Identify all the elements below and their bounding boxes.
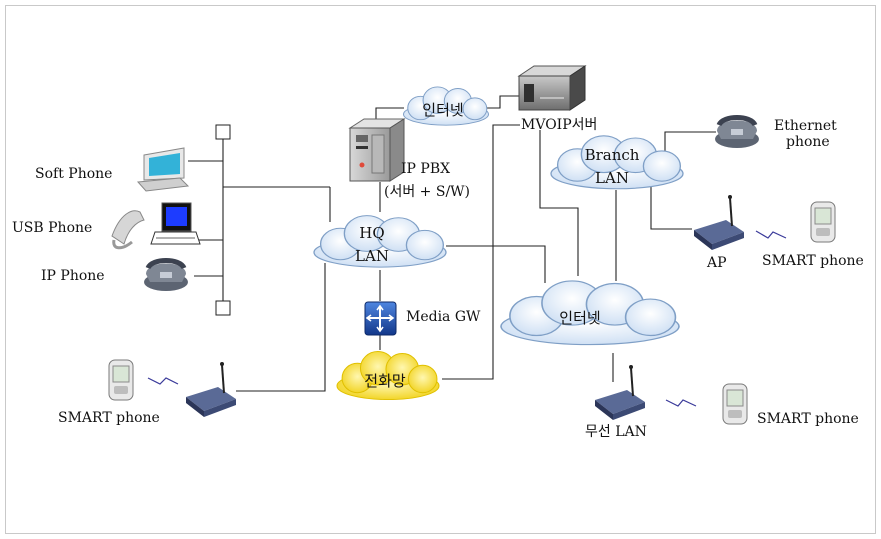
mvoip-server-icon [517, 65, 587, 111]
usb-phone-icon [111, 202, 201, 250]
access-point-left-icon [185, 361, 237, 418]
media-gateway-icon [364, 301, 397, 336]
wireless-link-left [147, 377, 179, 385]
ethernet-phone-icon [715, 118, 759, 149]
access-point-wlan-icon [594, 364, 646, 421]
media-gw-label: Media GW [406, 309, 481, 325]
smart-phone-wlan-label: SMART phone [757, 411, 859, 427]
bus-terminator-bottom [215, 300, 231, 316]
cloud-hq-lan-label-1: HQ [359, 224, 384, 242]
cloud-hq-lan-label-2: LAN [355, 247, 389, 265]
cloud-branch-lan-label-2: LAN [595, 169, 629, 187]
smart-phone-wlan-icon [722, 383, 748, 425]
usb-phone-label: USB Phone [12, 220, 92, 236]
access-point-branch-icon [693, 194, 745, 251]
wireless-lan-label: 무선 LAN [585, 424, 647, 440]
wireless-link-wlan [665, 399, 697, 407]
smart-phone-left-icon [108, 359, 134, 401]
mvoip-server-label: MVOIP서버 [521, 117, 597, 133]
ethernet-phone-label-1: Ethernet [774, 118, 837, 134]
smart-phone-left-label: SMART phone [58, 410, 160, 426]
smart-phone-ap-icon [810, 201, 836, 243]
connections [188, 95, 716, 392]
diagram-frame [5, 5, 876, 534]
ap-label: AP [706, 255, 727, 271]
ip-pbx-icon [348, 118, 406, 182]
smart-phone-ap-label: SMART phone [762, 253, 864, 269]
ip-phone-icon [144, 261, 188, 292]
ip-pbx-label-2: (서버 + S/W) [384, 184, 470, 200]
bus-terminator-top [215, 124, 231, 140]
cloud-pstn-label: 전화망 [364, 372, 406, 390]
wireless-link-ap [755, 230, 787, 239]
cloud-branch-lan-label-1: Branch [585, 146, 640, 164]
cloud-internet-top-label: 인터넷 [422, 101, 463, 119]
cloud-internet-main-label: 인터넷 [559, 309, 600, 327]
ip-phone-label: IP Phone [41, 268, 105, 284]
soft-phone-label: Soft Phone [35, 166, 112, 182]
ethernet-phone-label-2: phone [786, 134, 830, 150]
soft-phone-icon [136, 147, 190, 192]
ip-pbx-label-1: IP PBX [401, 161, 450, 177]
